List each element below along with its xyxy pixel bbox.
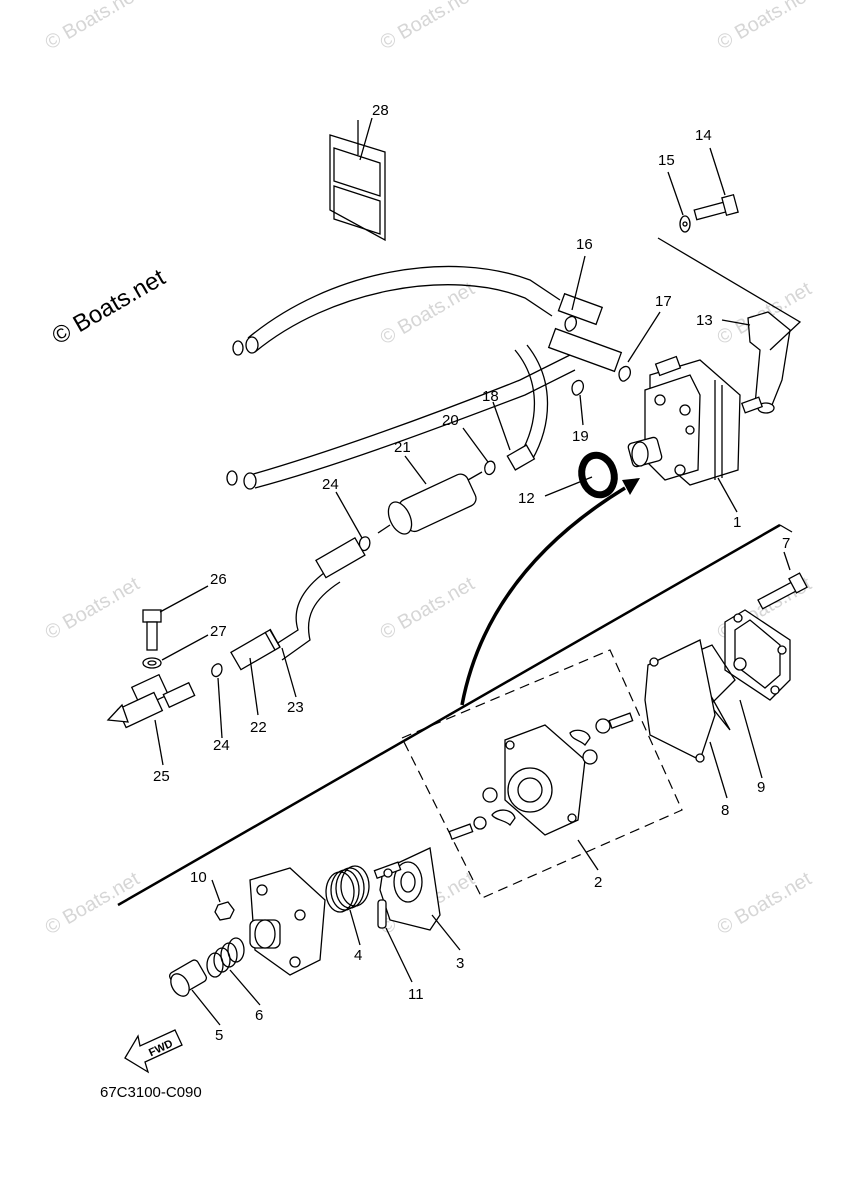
part-label-5[interactable]: 5 xyxy=(215,1027,223,1044)
watermark: © Boats.net xyxy=(377,573,479,645)
spring-6[interactable] xyxy=(206,937,245,978)
arrow-head xyxy=(622,478,640,495)
clip-17[interactable] xyxy=(618,365,632,382)
fwd-arrow: FWD xyxy=(124,1029,183,1074)
part-label-19[interactable]: 19 xyxy=(572,428,589,445)
axis-end-stub xyxy=(779,524,793,533)
part-label-18[interactable]: 18 xyxy=(482,388,499,405)
washer-15[interactable] xyxy=(679,215,691,233)
part-label-24-lower[interactable]: 24 xyxy=(213,737,230,754)
watermark: © Boats.net xyxy=(377,0,479,54)
hose-connector[interactable] xyxy=(547,292,623,373)
watermark: © Boats.net xyxy=(714,0,816,54)
watermark: © Boats.net xyxy=(42,0,144,54)
hose-22[interactable] xyxy=(230,628,281,671)
part-label-26[interactable]: 26 xyxy=(210,571,227,588)
part-label-15[interactable]: 15 xyxy=(658,152,675,169)
part-label-13[interactable]: 13 xyxy=(696,312,713,329)
cover-9[interactable] xyxy=(687,609,791,731)
bracket-13[interactable] xyxy=(747,311,791,414)
part-label-22[interactable]: 22 xyxy=(250,719,267,736)
part-label-23[interactable]: 23 xyxy=(287,699,304,716)
leader-lines xyxy=(154,117,791,1026)
washer-27[interactable] xyxy=(142,657,162,669)
screw-26[interactable] xyxy=(142,609,162,651)
clip-16[interactable] xyxy=(564,315,578,332)
diagram-code: 67C3100-C090 xyxy=(100,1084,202,1101)
gasket-8[interactable] xyxy=(644,639,716,763)
clip-24[interactable] xyxy=(358,536,371,552)
clip-24-lower[interactable] xyxy=(211,663,223,678)
part-label-16[interactable]: 16 xyxy=(576,236,593,253)
spring-4[interactable] xyxy=(325,865,370,913)
part-label-7[interactable]: 7 xyxy=(782,535,790,552)
part-label-1[interactable]: 1 xyxy=(733,514,741,531)
exploded-axis-line xyxy=(117,523,781,907)
watermark: © Boats.net xyxy=(714,868,816,940)
bolt-guide-line xyxy=(657,237,802,351)
part-label-8[interactable]: 8 xyxy=(721,802,729,819)
clip-19[interactable] xyxy=(571,379,585,396)
assembly-arrow xyxy=(460,486,626,706)
valve-assembly-box-2[interactable] xyxy=(401,649,683,899)
part-label-17[interactable]: 17 xyxy=(655,293,672,310)
hose-23[interactable] xyxy=(269,536,366,661)
main-watermark: © Boats.net xyxy=(48,264,171,350)
part-label-27[interactable]: 27 xyxy=(210,623,227,640)
part-label-10[interactable]: 10 xyxy=(190,869,207,886)
watermark: © Boats.net xyxy=(42,573,144,645)
part-label-2[interactable]: 2 xyxy=(594,874,602,891)
part-label-6[interactable]: 6 xyxy=(255,1007,263,1024)
bolt-7[interactable] xyxy=(757,572,808,610)
part-label-21[interactable]: 21 xyxy=(394,439,411,456)
o-ring-12[interactable] xyxy=(577,451,618,499)
part-label-28[interactable]: 28 xyxy=(372,102,389,119)
valve-body[interactable] xyxy=(448,712,634,841)
part-label-14[interactable]: 14 xyxy=(695,127,712,144)
watermark: © Boats.net xyxy=(377,278,479,350)
hose-18[interactable] xyxy=(506,344,549,471)
part-label-3[interactable]: 3 xyxy=(456,955,464,972)
fuel-pump-1[interactable] xyxy=(627,355,764,486)
clip-20[interactable] xyxy=(484,460,496,476)
part-label-4[interactable]: 4 xyxy=(354,947,362,964)
watermark: © Boats.net xyxy=(42,868,144,940)
bolt-14[interactable] xyxy=(693,193,739,221)
label-tag[interactable] xyxy=(329,120,386,242)
diaphragm-3[interactable] xyxy=(373,847,441,931)
pin-11[interactable] xyxy=(377,899,387,929)
fuel-joint-25[interactable] xyxy=(106,673,196,729)
part-label-11[interactable]: 11 xyxy=(408,986,424,1003)
nut-10[interactable] xyxy=(214,901,235,921)
plunger-5[interactable] xyxy=(167,959,208,1000)
fuel-hose-lower[interactable] xyxy=(226,354,576,490)
pump-body[interactable] xyxy=(249,867,326,976)
part-labels: 28 14 15 13 16 17 18 19 20 21 12 1 24 26… xyxy=(153,102,790,1044)
part-label-25[interactable]: 25 xyxy=(153,768,170,785)
part-label-20[interactable]: 20 xyxy=(442,412,459,429)
part-label-12[interactable]: 12 xyxy=(518,490,535,507)
fuel-filter-21[interactable] xyxy=(377,471,483,538)
part-label-24[interactable]: 24 xyxy=(322,476,339,493)
part-label-9[interactable]: 9 xyxy=(757,779,765,796)
fuel-hose-upper[interactable] xyxy=(232,265,561,356)
